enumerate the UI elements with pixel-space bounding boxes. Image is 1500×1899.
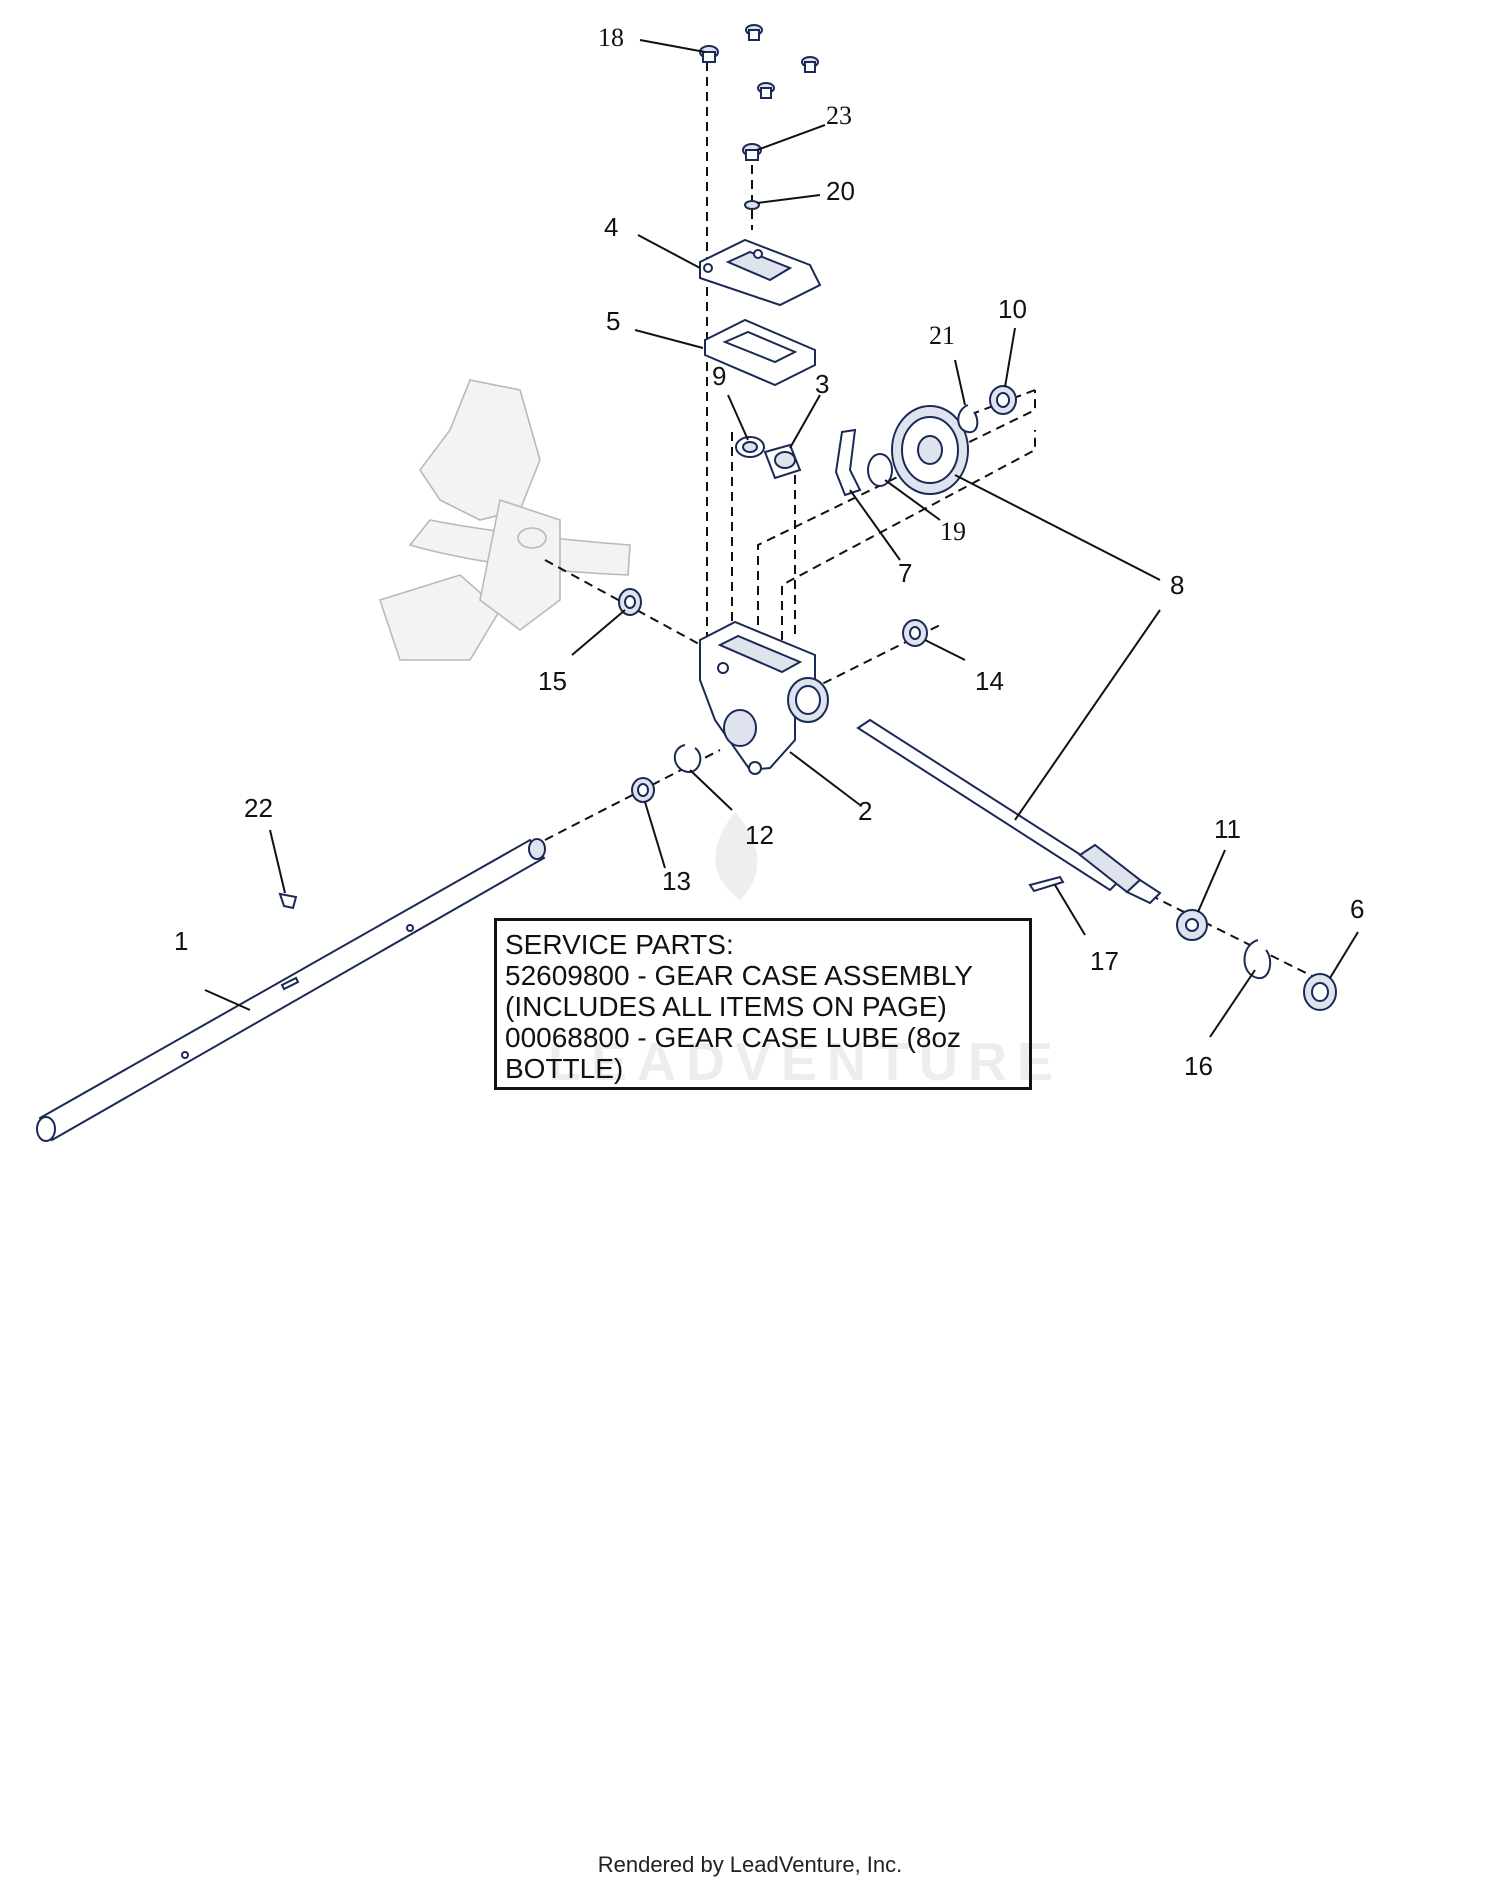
callout-5: 5 [606,306,620,336]
washer-part [744,200,760,210]
gear-case-housing [699,620,829,775]
callout-11: 11 [1214,814,1241,844]
callout-13: 13 [662,866,691,896]
gear-case-cover [699,238,822,307]
flat-washer-part [631,777,655,803]
callout-3: 3 [815,369,829,399]
service-parts-line: (INCLUDES ALL ITEMS ON PAGE) [505,991,947,1022]
footer-credit: Rendered by LeadVenture, Inc. [597,1852,903,1877]
seal-left [618,588,642,616]
auger-ghost [378,379,631,661]
bolts [699,24,819,161]
service-parts-line: 52609800 - GEAR CASE ASSEMBLY [505,960,973,991]
gasket-part [704,318,816,387]
bearing-part-right [989,385,1017,415]
callout-9: 9 [712,361,726,391]
callout-19: 19 [940,517,966,546]
callout-2: 2 [858,796,872,826]
thrust-washer-part [1176,909,1208,941]
leader-lines [204,39,1359,1038]
woodruff-key-part [1028,875,1065,893]
service-parts-box: SERVICE PARTS: 52609800 - GEAR CASE ASSE… [494,918,1032,1090]
end-bearing-part [1303,973,1337,1011]
callout-14: 14 [975,666,1004,696]
callout-7: 7 [898,558,912,588]
retaining-ring-part-right [1243,939,1272,980]
callout-22: 22 [244,793,273,823]
callout-17: 17 [1090,946,1119,976]
auger-shaft-part [36,838,546,1142]
spacer-part [673,744,702,773]
worm-shaft-part [856,718,1162,905]
bolt [745,24,763,41]
callout-12: 12 [745,820,774,850]
callout-20: 20 [826,176,855,206]
callout-21: 21 [929,321,955,350]
watermark: LEADVENTURE [548,812,1063,1092]
snap-ring-part [957,404,979,434]
callout-8: 8 [1170,570,1184,600]
seal-right [902,619,928,647]
bolt [801,56,819,73]
bolt [742,143,762,161]
callout-labels: 18 23 20 4 5 9 3 21 10 19 7 8 15 14 2 12… [174,23,1364,1081]
bushing-part [735,436,765,458]
callout-4: 4 [604,212,618,242]
service-parts-line: BOTTLE) [505,1053,624,1084]
callout-15: 15 [538,666,567,696]
callout-1: 1 [174,926,188,956]
shear-key-part [278,892,298,910]
bolt [757,82,775,99]
callout-6: 6 [1350,894,1364,924]
callout-23: 23 [826,101,852,130]
callout-18: 18 [598,23,624,52]
watermark-text: LEADVENTURE [548,1032,1063,1092]
worm-gear-part [891,405,969,495]
service-parts-heading: SERVICE PARTS: [505,929,734,960]
callout-10: 10 [998,294,1027,324]
assembly-centerlines [544,62,1331,986]
service-parts-line: 00068800 - GEAR CASE LUBE (8oz [505,1022,962,1053]
clip-part [834,428,862,497]
callout-16: 16 [1184,1051,1213,1081]
bolt [699,45,719,63]
retaining-ring-part [867,453,893,487]
bearing-part [763,443,802,480]
